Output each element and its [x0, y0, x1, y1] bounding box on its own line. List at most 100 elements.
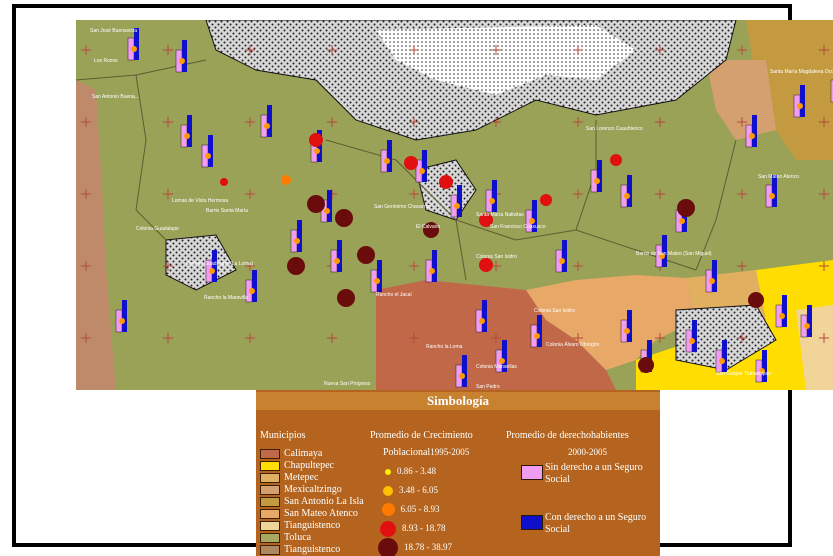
insurance-bar: [800, 305, 812, 338]
growth-class-label: 3.48 - 6.05: [399, 485, 438, 495]
municipio-row: Tianguistenco: [260, 520, 340, 531]
grid-cross: [245, 189, 255, 199]
insurance-heading: Promedio de derechohabientes: [506, 430, 629, 441]
growth-dot: [439, 175, 453, 189]
grid-cross: [245, 333, 255, 343]
grid-cross: [327, 117, 337, 127]
grid-cross: [819, 189, 829, 199]
insurance-bar: [765, 175, 777, 208]
place-label: Colonia San Isidro: [476, 254, 517, 260]
growth-class-label: 0.86 - 3.48: [397, 466, 436, 476]
insurance-bar: [715, 340, 727, 373]
insurance-bar: [775, 295, 787, 328]
insurance-bar: [620, 310, 632, 343]
insurance-years: 2000-2005: [568, 447, 607, 457]
insurance-bar: [705, 260, 717, 293]
place-label: Nueva San Progreso: [324, 381, 371, 387]
grid-cross: [163, 117, 173, 127]
place-label: Colonia Guadalupe (La Loma): [186, 261, 253, 267]
growth-class-label: 6.05 - 8.93: [400, 504, 440, 514]
municipio-label: Toluca: [284, 532, 312, 543]
grid-cross: [409, 45, 419, 55]
growth-years: 1995-2005: [430, 447, 470, 457]
west-region: [76, 80, 116, 390]
municipios-heading: Municipios: [260, 430, 306, 441]
grid-cross: [245, 261, 255, 271]
insurance-class-label: Sin derecho a un Seguro Social: [545, 462, 643, 485]
place-label: Lomas de Vista Hermosa: [172, 198, 228, 204]
municipio-swatch: [260, 472, 280, 483]
grid-cross: [163, 333, 173, 343]
growth-class-label: 18.78 - 38.97: [404, 542, 452, 553]
grid-cross: [737, 45, 747, 55]
insurance-bar: [127, 28, 139, 61]
place-label: San Gaspar Tlahuelilpan: [716, 371, 771, 377]
growth-class-row: 0.86 - 3.48: [378, 462, 436, 480]
municipio-label: Metepec: [284, 472, 319, 483]
place-label: San Gerónimo Chavarría: [374, 204, 430, 210]
growth-dot: [307, 195, 325, 213]
municipio-swatch: [260, 448, 280, 459]
grid-cross: [655, 333, 665, 343]
insurance-bar: [290, 220, 302, 253]
insurance-bar: [380, 140, 392, 173]
municipio-row: Mexicaltzingo: [260, 484, 342, 495]
growth-dot: [404, 156, 418, 170]
insurance-bar: [175, 40, 187, 73]
grid-cross: [491, 117, 501, 127]
grid-cross: [573, 117, 583, 127]
grid-cross: [819, 261, 829, 271]
insurance-bar: [260, 105, 272, 138]
grid-cross: [327, 333, 337, 343]
grid-cross: [327, 45, 337, 55]
growth-heading-2: Poblacional1995-2005: [383, 446, 469, 459]
insurance-bar: [525, 200, 537, 233]
growth-dot: [748, 292, 764, 308]
insurance-bar: [830, 79, 833, 103]
grid-cross: [245, 45, 255, 55]
grid-cross: [491, 333, 501, 343]
municipio-swatch: [260, 520, 280, 531]
insurance-bar: [590, 160, 602, 193]
insurance-swatch: [521, 465, 543, 480]
insurance-bar: [201, 135, 213, 168]
growth-heading-word: Poblacional: [383, 447, 431, 458]
insurance-bar: [115, 300, 127, 333]
grid-cross: [409, 333, 419, 343]
growth-heading: Promedio de Crecimiento: [370, 430, 473, 441]
place-label: Rancho la Loma: [426, 344, 463, 350]
grid-cross: [573, 261, 583, 271]
boundary-lines: [76, 59, 737, 281]
grid-cross: [737, 189, 747, 199]
grid-cross: [819, 117, 829, 127]
place-label: Colonia Guadalupe: [136, 226, 179, 232]
municipio-swatch: [260, 484, 280, 495]
insurance-bar: [745, 115, 757, 148]
san-antonio-la-isla-region: [746, 20, 833, 160]
municipio-label: Chapultepec: [284, 460, 334, 471]
grid-cross: [81, 261, 91, 271]
place-label: San Pedro: [476, 384, 500, 390]
municipio-label: Tianguistenco: [284, 544, 341, 555]
place-label: Barrio de San Mateo (San Miguel): [636, 251, 712, 257]
insurance-class-row: Sin derecho a un Seguro Social: [521, 462, 660, 492]
growth-dot: [423, 222, 439, 238]
municipio-label: Mexicaltzingo: [284, 484, 342, 495]
municipio-row: San Mateo Atenco: [260, 508, 358, 519]
growth-class-row: 8.93 - 18.78: [378, 519, 446, 537]
insurance-swatch: [521, 515, 543, 530]
insurance-bar: [485, 180, 497, 213]
growth-dot: [281, 175, 291, 185]
grid-cross: [573, 45, 583, 55]
insurance-bar: [755, 350, 767, 383]
insurance-bar: [245, 270, 257, 303]
grid-cross: [819, 45, 829, 55]
growth-class-row: 18.78 - 38.97: [378, 538, 452, 556]
growth-dot: [638, 357, 654, 373]
municipio-label: San Antonio La Isla: [284, 496, 364, 507]
growth-class-row: 6.05 - 8.93: [378, 500, 440, 518]
growth-dot-symbol: [381, 503, 395, 517]
